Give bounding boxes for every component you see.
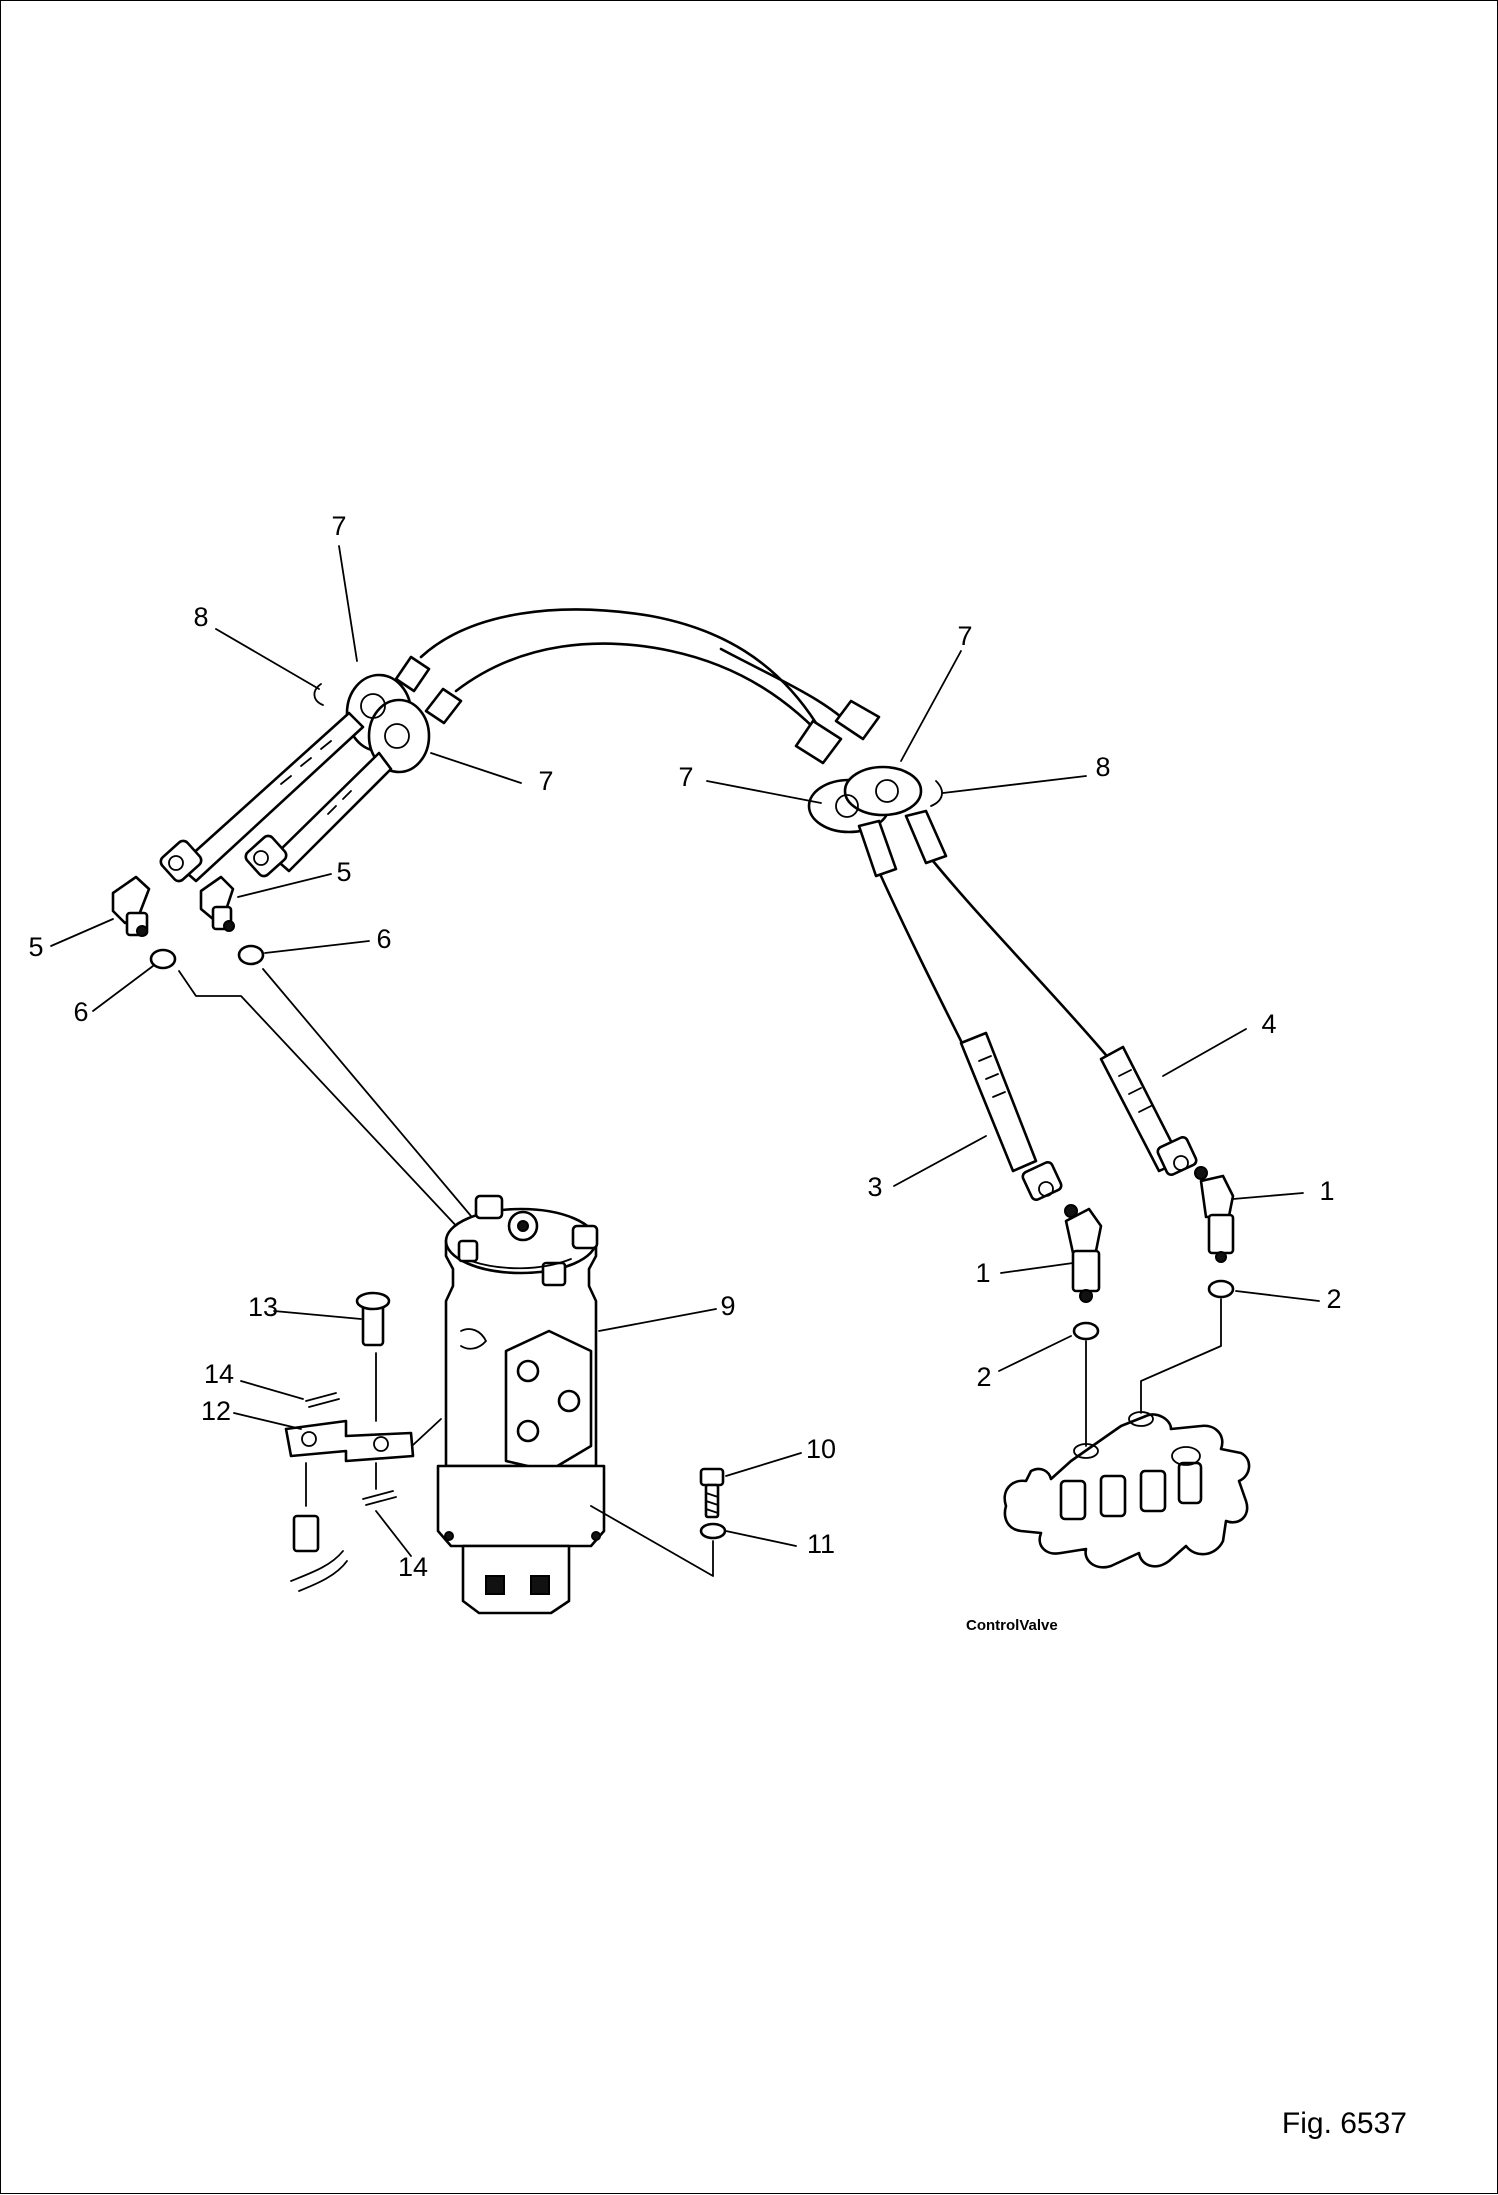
callout-5-right: 5 <box>336 857 351 887</box>
callout-2-left: 2 <box>976 1362 991 1392</box>
callout-4: 4 <box>1261 1009 1276 1039</box>
callout-10: 10 <box>806 1434 836 1464</box>
right-hoses <box>879 859 1198 1202</box>
callouts: 7 8 7 7 7 8 5 5 6 6 4 3 1 1 2 2 9 13 14 … <box>28 511 1341 1582</box>
callout-7-top-right: 7 <box>957 621 972 651</box>
left-clamp-assembly <box>159 655 463 883</box>
callout-14-bottom: 14 <box>398 1552 428 1582</box>
figure-label: Fig. 6537 <box>1281 2107 1407 2140</box>
control-valve-label: ControlValve <box>966 1617 1058 1634</box>
left-connection-lines <box>178 968 472 1232</box>
callout-2-right: 2 <box>1326 1284 1341 1314</box>
left-elbow-fittings <box>111 875 265 970</box>
stopper-assembly <box>284 1291 442 1592</box>
callout-1-right: 1 <box>1319 1176 1334 1206</box>
callout-7-mid-right: 7 <box>678 762 693 792</box>
callout-6-left: 6 <box>73 997 88 1027</box>
right-clamp-assembly <box>794 699 948 878</box>
callout-7-mid-left: 7 <box>538 766 553 796</box>
callout-3: 3 <box>867 1172 882 1202</box>
callout-5-left: 5 <box>28 932 43 962</box>
callout-6-right: 6 <box>376 924 391 954</box>
leader-lines <box>50 545 1320 1557</box>
callout-11: 11 <box>807 1529 835 1559</box>
callout-1-left: 1 <box>975 1258 990 1288</box>
callout-13: 13 <box>248 1292 278 1322</box>
bolt-washer <box>590 1467 727 1577</box>
callout-8-left: 8 <box>193 602 208 632</box>
control-valve <box>1003 1411 1251 1569</box>
callout-14-top: 14 <box>204 1359 234 1389</box>
right-elbow-fittings <box>1064 1166 1235 1447</box>
callout-7-top-left: 7 <box>331 511 346 541</box>
hose-arch <box>419 608 863 748</box>
callout-8-right: 8 <box>1095 752 1110 782</box>
swivel-joint <box>436 1194 606 1615</box>
callout-12: 12 <box>201 1396 231 1426</box>
callout-9: 9 <box>720 1291 735 1321</box>
